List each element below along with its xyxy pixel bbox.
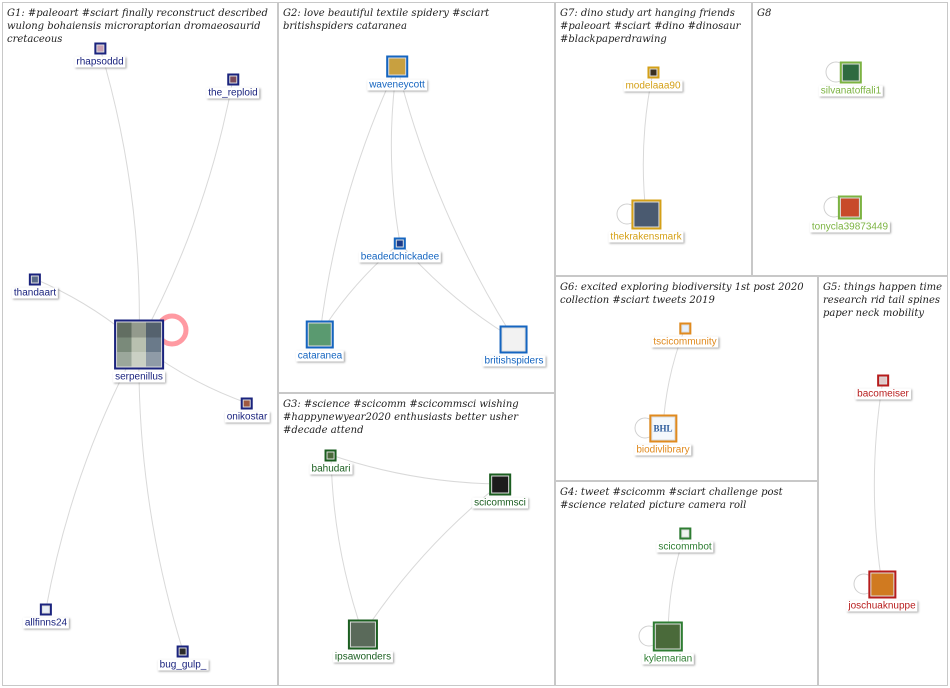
avatar-icon: BHL bbox=[648, 414, 677, 443]
avatar-icon bbox=[876, 374, 889, 387]
group-caption: G2: love beautiful textile spidery #scia… bbox=[283, 8, 490, 32]
node-label: ipsawonders bbox=[332, 651, 394, 663]
node-label: scicommsci bbox=[472, 497, 528, 509]
edge-serpenillus-the_reploid bbox=[138, 78, 234, 345]
group-panel-g5: G5: things happen time research rid tail… bbox=[818, 276, 948, 686]
node-silvanatoffali1[interactable]: silvanatoffali1 bbox=[818, 61, 884, 97]
avatar-icon bbox=[678, 322, 691, 335]
avatar-icon bbox=[839, 61, 862, 84]
avatar-icon bbox=[226, 73, 239, 86]
node-label: rhapsoddd bbox=[74, 56, 126, 68]
node-label: cataranea bbox=[295, 350, 345, 362]
node-thandaart[interactable]: thandaart bbox=[11, 273, 59, 299]
edge-waveneycott-beadedchickadee bbox=[390, 65, 401, 244]
group-panel-g7: G7: dino study art hanging friends #pale… bbox=[555, 2, 752, 276]
group-caption: G7: dino study art hanging friends #pale… bbox=[560, 8, 741, 45]
avatar-icon bbox=[499, 325, 528, 354]
node-thekrakensmark[interactable]: thekrakensmark bbox=[608, 199, 684, 243]
edge-bahudari-scicommsci bbox=[330, 454, 501, 485]
node-joschuaknuppe[interactable]: joschuaknuppe bbox=[846, 570, 918, 612]
node-modelaaa90[interactable]: modelaaa90 bbox=[623, 66, 683, 92]
node-waveneycott[interactable]: waveneycott bbox=[367, 55, 427, 91]
group-caption: G5: things happen time research rid tail… bbox=[823, 282, 943, 319]
avatar-icon bbox=[39, 603, 52, 616]
node-scicommsci[interactable]: scicommsci bbox=[472, 473, 528, 509]
avatar-icon bbox=[868, 570, 896, 599]
group-panel-g1: G1: #paleoart #sciart finally reconstruc… bbox=[2, 2, 278, 686]
node-label: allfinns24 bbox=[22, 617, 70, 629]
node-label: thandaart bbox=[11, 287, 59, 299]
node-label: modelaaa90 bbox=[623, 80, 683, 92]
node-tonycla39873449[interactable]: tonycla39873449 bbox=[809, 195, 891, 233]
node-label: tscicommunity bbox=[651, 336, 719, 348]
node-label: biodivlibrary bbox=[634, 444, 692, 456]
avatar-icon bbox=[114, 319, 164, 370]
edge-bacomeiser-joschuaknuppe bbox=[873, 379, 884, 585]
avatar-icon bbox=[348, 619, 378, 650]
node-label: thekrakensmark bbox=[608, 231, 684, 243]
node-label: scicommbot bbox=[656, 541, 714, 553]
node-label: onikostar bbox=[224, 411, 270, 423]
group-panel-g3: G3: #science #scicomm #scicommsci wishin… bbox=[278, 393, 555, 686]
node-scicommbot[interactable]: scicommbot bbox=[656, 527, 714, 553]
node-label: bacomeiser bbox=[855, 388, 911, 400]
node-label: britishspiders bbox=[482, 355, 546, 367]
node-label: joschuaknuppe bbox=[846, 600, 918, 612]
avatar-icon bbox=[652, 621, 683, 652]
node-britishspiders[interactable]: britishspiders bbox=[482, 325, 546, 367]
node-ipsawonders[interactable]: ipsawonders bbox=[332, 619, 394, 663]
avatar-icon bbox=[630, 199, 661, 230]
avatar-icon bbox=[678, 527, 691, 540]
avatar-icon bbox=[93, 42, 106, 55]
edge-serpenillus-rhapsoddd bbox=[99, 47, 140, 345]
avatar-icon bbox=[28, 273, 41, 286]
node-cataranea[interactable]: cataranea bbox=[295, 320, 345, 362]
node-label: silvanatoffali1 bbox=[818, 85, 884, 97]
node-label: beadedchickadee bbox=[358, 251, 442, 263]
group-caption: G8 bbox=[757, 8, 772, 19]
node-tscicommunity[interactable]: tscicommunity bbox=[651, 322, 719, 348]
group-caption: G6: excited exploring biodiversity 1st p… bbox=[560, 282, 804, 306]
edge-serpenillus-allfinns24 bbox=[45, 343, 140, 610]
node-serpenillus[interactable]: serpenillus bbox=[113, 319, 165, 383]
node-label: bug_gulp_ bbox=[157, 659, 209, 671]
avatar-icon bbox=[324, 449, 337, 462]
avatar-text: BHL bbox=[653, 423, 673, 434]
group-caption: G4: tweet #scicomm #sciart challenge pos… bbox=[560, 487, 783, 511]
node-bahudari[interactable]: bahudari bbox=[309, 449, 353, 475]
node-biodivlibrary[interactable]: BHL biodivlibrary bbox=[634, 414, 692, 456]
edge-bahudari-ipsawonders bbox=[330, 454, 364, 635]
avatar-icon bbox=[386, 55, 408, 78]
group-caption: G3: #science #scicomm #scicommsci wishin… bbox=[283, 399, 519, 436]
avatar-icon bbox=[394, 237, 406, 250]
edge-modelaaa90-thekrakensmark bbox=[642, 71, 654, 215]
avatar-icon bbox=[646, 66, 659, 79]
avatar-icon bbox=[305, 320, 334, 349]
node-kylemarian[interactable]: kylemarian bbox=[641, 621, 695, 665]
node-label: waveneycott bbox=[367, 79, 427, 91]
avatar-icon bbox=[177, 645, 189, 658]
node-label: kylemarian bbox=[641, 653, 695, 665]
collage-overlay bbox=[117, 322, 161, 367]
node-allfinns24[interactable]: allfinns24 bbox=[22, 603, 70, 629]
node-label: serpenillus bbox=[113, 371, 165, 383]
node-beadedchickadee[interactable]: beadedchickadee bbox=[358, 237, 442, 263]
group-panel-g4: G4: tweet #scicomm #sciart challenge pos… bbox=[555, 481, 818, 686]
edge-waveneycott-britishspiders bbox=[396, 65, 515, 340]
edge-waveneycott-cataranea bbox=[319, 65, 398, 335]
avatar-icon bbox=[488, 473, 511, 496]
group-caption: G1: #paleoart #sciart finally reconstruc… bbox=[7, 8, 268, 45]
node-rhapsoddd[interactable]: rhapsoddd bbox=[74, 42, 126, 68]
node-bacomeiser[interactable]: bacomeiser bbox=[855, 374, 911, 400]
edge-serpenillus-bug_gulp_ bbox=[138, 343, 184, 652]
node-onikostar[interactable]: onikostar bbox=[224, 397, 270, 423]
node-bug_gulp_[interactable]: bug_gulp_ bbox=[157, 645, 209, 671]
avatar-icon bbox=[240, 397, 253, 410]
node-label: tonycla39873449 bbox=[809, 221, 891, 233]
avatar-icon bbox=[838, 195, 862, 220]
node-label: bahudari bbox=[309, 463, 353, 475]
node-label: the_reploid bbox=[206, 87, 260, 99]
node-the_reploid[interactable]: the_reploid bbox=[206, 73, 260, 99]
